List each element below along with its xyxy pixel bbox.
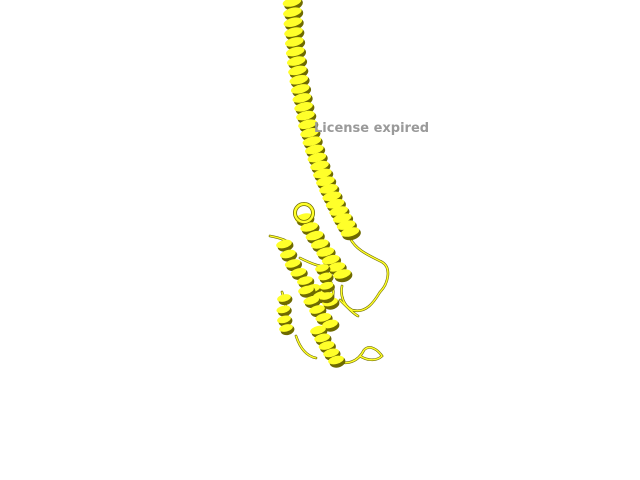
long-helix-turn-24 [329,206,348,216]
helix-a-turn-6 [327,262,346,272]
helix-b-turn-4 [297,276,313,285]
helix-a-turn-5 [321,254,340,265]
helix-f-turn-0 [315,264,329,272]
helix-e-turn-1 [314,333,330,343]
helix-c-turn-1 [276,305,291,314]
long-helix-turn-1 [283,7,302,17]
long-helix-turn-25 [332,213,352,223]
helix-b-turn-0 [276,239,292,249]
helix-d-turn-4 [322,319,338,329]
long-helix-turn-13 [298,119,317,130]
long-helix-turn-18 [310,160,329,171]
helix-end-ring [293,202,315,224]
helix-c-turn-3 [279,324,293,332]
long-helix-turn-14 [300,127,319,138]
long-helix-turn-9 [290,84,310,94]
long-helix-turn-7 [288,65,307,76]
long-helix-turn-12 [296,110,315,121]
long-helix-turn-3 [284,27,303,37]
helix-e-turn-4 [328,355,344,365]
long-helix-turn-19 [313,168,332,179]
license-watermark: License expired [314,121,430,136]
helix-b-turn-2 [284,259,301,268]
long-helix-turn-21 [319,184,338,194]
helix-b-turn-1 [280,249,296,259]
long-helix-turn-22 [322,191,341,202]
long-helix-turn-5 [285,46,305,57]
long-helix-turn-0 [282,0,302,7]
long-helix-turn-17 [307,152,327,163]
helix-e-turn-0 [310,325,326,335]
helix-a-turn-2 [305,230,324,241]
helix-a-turn-3 [311,239,329,249]
helix-f-turn-1 [318,272,332,281]
coil-highlight-4 [295,335,317,359]
helix-a-turn-4 [316,247,335,257]
long-helix-turn-20 [316,176,335,186]
long-helix-turn-27 [340,227,360,237]
helix-d-turn-2 [309,305,325,314]
helix-f-turn-2 [319,281,334,290]
helix-f-turn-3 [319,292,333,300]
coil-4 [294,334,318,360]
helix-e-turn-3 [323,348,339,358]
helix-b-turn-3 [290,267,307,277]
long-helix-turn-11 [294,102,313,112]
helix-e-turn-2 [318,341,335,350]
long-helix-turn-4 [285,37,304,47]
long-helix-turn-15 [302,136,322,146]
long-helix-turn-10 [292,93,312,103]
helix-a-turn-7 [333,269,351,279]
helix-a-turn-1 [300,222,318,232]
helix-c-turn-0 [277,294,291,302]
long-helix-turn-23 [325,198,345,209]
helix-d-turn-3 [315,313,332,322]
helix-d-turn-0 [298,285,314,295]
helix-c-turn-2 [277,315,291,324]
coil-highlight-7 [339,299,359,317]
long-helix-turn-2 [283,17,303,27]
long-helix-turn-8 [289,74,309,85]
coil-highlight-5 [335,346,383,364]
helix-d-turn-1 [303,296,320,305]
long-helix-turn-6 [286,56,306,66]
long-helix-turn-16 [305,144,324,155]
